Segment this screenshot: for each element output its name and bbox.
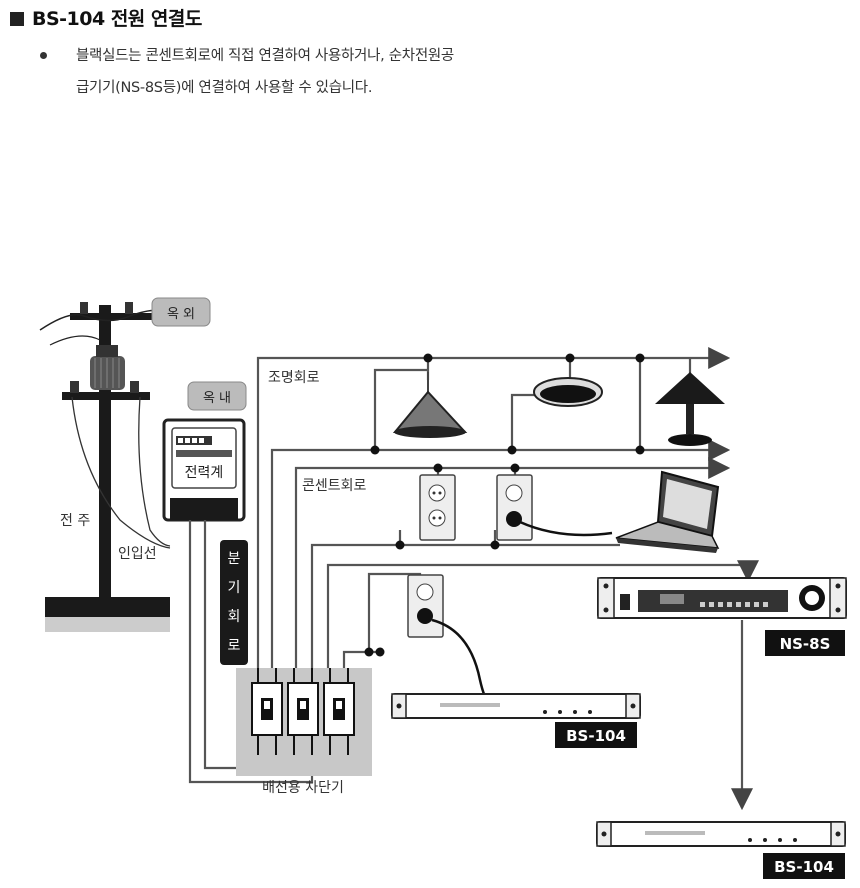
indoor-label: 옥 내 bbox=[187, 381, 247, 411]
indoor-label-text: 옥 내 bbox=[203, 391, 231, 406]
table-lamp-icon bbox=[655, 372, 725, 446]
branch-char-3: 회 bbox=[228, 609, 241, 625]
utility-pole bbox=[39, 302, 171, 632]
bs104-label-a-text: BS-104 bbox=[566, 727, 626, 745]
ns8s-label-text: NS-8S bbox=[780, 635, 831, 653]
ns8s-device bbox=[597, 577, 847, 619]
outlet-icon bbox=[419, 474, 456, 541]
bs104-label-b: BS-104 bbox=[763, 853, 845, 879]
outlet-with-plug-icon-2 bbox=[407, 574, 492, 707]
ns8s-label: NS-8S bbox=[765, 630, 845, 656]
junction-dots bbox=[364, 353, 645, 657]
breaker-1 bbox=[251, 682, 283, 736]
branch-circuit-label: 분 기 회 로 bbox=[220, 540, 248, 665]
pendant-lamp-icon bbox=[392, 372, 468, 438]
bs104-label-b-text: BS-104 bbox=[774, 858, 834, 876]
ceiling-lamp-icon bbox=[533, 377, 603, 407]
branch-char-4: 로 bbox=[228, 638, 241, 654]
bullet-dot-icon bbox=[40, 52, 47, 59]
outlet-with-plug-icon bbox=[496, 474, 613, 541]
branch-char-1: 분 bbox=[228, 551, 241, 567]
lighting-circuit-label: 조명회로 bbox=[268, 370, 320, 386]
description-line-1: 블랙실드는 콘센트회로에 직접 연결하여 사용하거나, 순차전원공 bbox=[76, 48, 454, 64]
power-meter: 전력계 bbox=[162, 418, 246, 522]
breaker-3 bbox=[323, 682, 355, 736]
laptop-icon bbox=[615, 470, 720, 553]
service-line-label: 인입선 bbox=[118, 546, 157, 562]
branch-char-2: 기 bbox=[228, 580, 241, 596]
breaker-2 bbox=[287, 682, 319, 736]
page-title: BS-104 전원 연결도 bbox=[10, 4, 202, 31]
pole-label: 전 주 bbox=[60, 513, 90, 529]
circuit-breaker-panel bbox=[236, 668, 372, 776]
meter-label: 전력계 bbox=[185, 465, 224, 481]
bs104-device-a bbox=[391, 693, 641, 719]
description-line-2: 급기기(NS-8S등)에 연결하여 사용할 수 있습니다. bbox=[76, 80, 373, 96]
outlet-circuit-label: 콘센트회로 bbox=[302, 478, 367, 494]
outdoor-label: 옥 외 bbox=[151, 297, 211, 327]
bs104-label-a: BS-104 bbox=[555, 722, 637, 748]
bs104-device-b bbox=[596, 821, 846, 847]
breaker-label: 배선용 차단기 bbox=[262, 780, 344, 796]
square-bullet-icon bbox=[10, 12, 24, 26]
outdoor-label-text: 옥 외 bbox=[167, 307, 195, 322]
page-title-text: BS-104 전원 연결도 bbox=[32, 8, 202, 30]
